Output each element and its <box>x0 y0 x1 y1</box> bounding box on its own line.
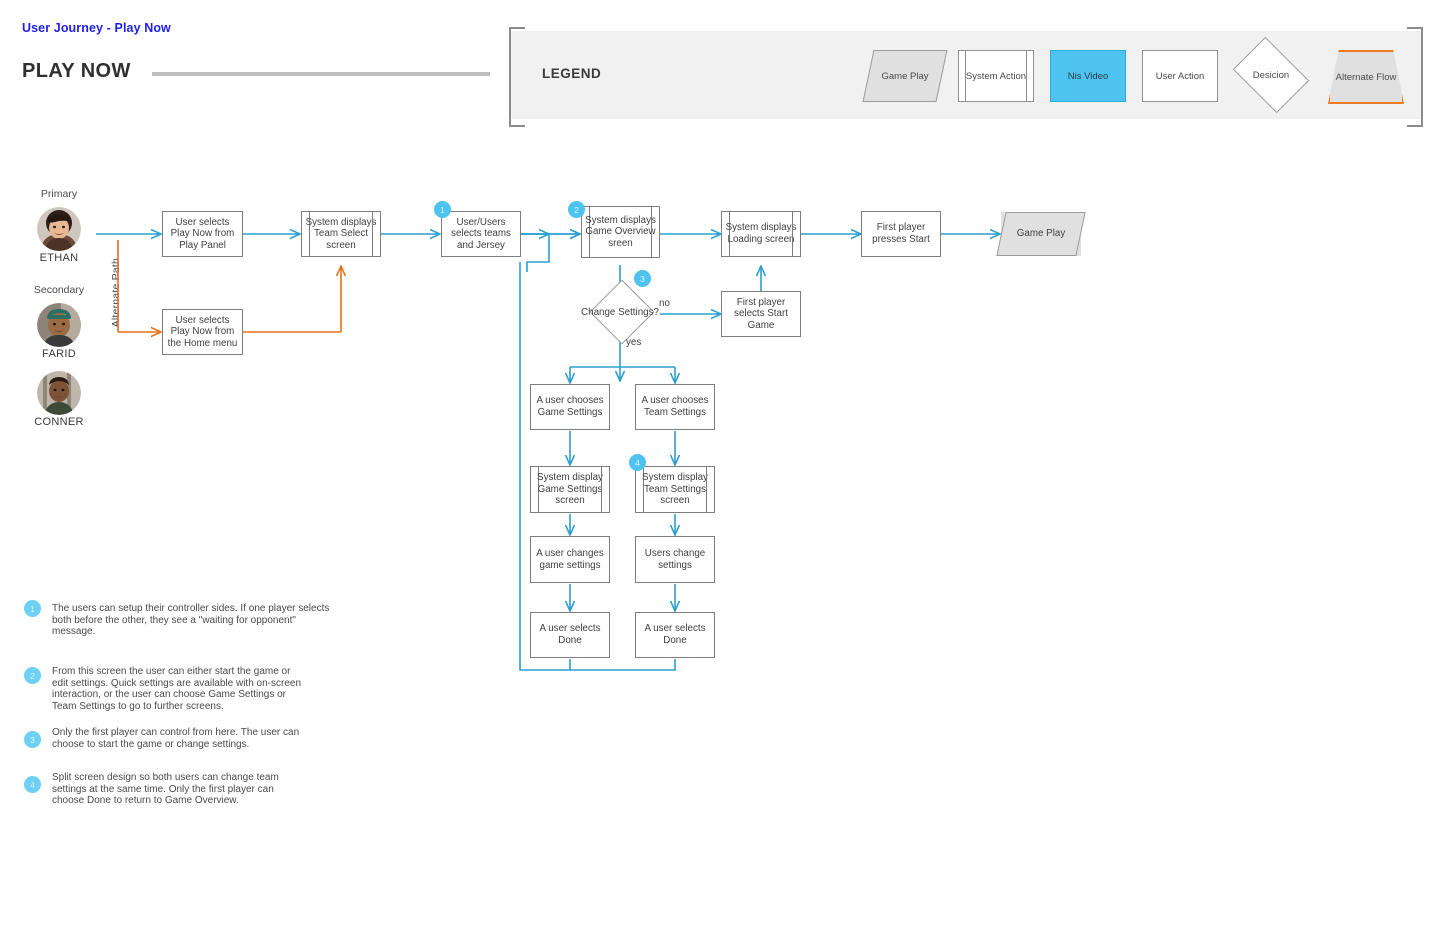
node-system-loading-screen[interactable]: System displays Loading screen <box>721 211 801 257</box>
node-game-play[interactable]: Game Play <box>996 212 1086 256</box>
node-label: First player selects Start Game <box>734 296 788 331</box>
node-label: Change Settings? <box>581 306 659 318</box>
node-label: A user changes game settings <box>536 547 604 571</box>
node-label: A user chooses Team Settings <box>641 395 709 418</box>
legend-label-user-action: User Action <box>1155 70 1205 82</box>
legend-label: LEGEND <box>542 66 602 81</box>
footnote-badge-1: 1 <box>24 600 41 617</box>
node-label: User selects Play Now from the Home menu <box>167 314 238 349</box>
legend-label-system-action: System Action <box>965 70 1027 82</box>
legend-shape-alternate-flow: Alternate Flow <box>1328 50 1404 104</box>
node-first-player-start-game[interactable]: First player selects Start Game <box>721 291 801 337</box>
node-user-selects-play-panel[interactable]: User selects Play Now from Play Panel <box>162 211 243 257</box>
avatar-conner <box>37 371 81 415</box>
node-label: User/Users selects teams and Jersey <box>451 216 511 251</box>
page-title: PLAY NOW <box>22 60 131 82</box>
legend-label-alternate-flow: Alternate Flow <box>1335 71 1397 83</box>
title-rule <box>152 72 490 76</box>
legend-label-desicion: Desicion <box>1252 69 1290 81</box>
legend-shape-system-action: System Action <box>958 50 1034 102</box>
node-label: System displays Game Overview sreen <box>585 214 656 249</box>
legend-bracket-left <box>509 27 525 127</box>
edge-label-no: no <box>659 298 670 309</box>
node-label: System display Team Settings screen <box>642 472 708 507</box>
legend-label-game-play: Game Play <box>881 70 929 82</box>
avatar-farid <box>37 303 81 347</box>
footnote-text-2: From this screen the user can either sta… <box>52 666 302 712</box>
footnote-badge-2: 2 <box>24 667 41 684</box>
node-user-selects-teams[interactable]: User/Users selects teams and Jersey <box>441 211 521 257</box>
node-label: A user chooses Game Settings <box>536 395 604 418</box>
footnote-text-3: Only the first player can control from h… <box>52 727 300 750</box>
node-label: Game Play <box>1016 228 1066 240</box>
alternate-path-label: Alternate Path <box>110 258 122 328</box>
node-decision-change-settings[interactable]: Change Settings? <box>577 279 663 345</box>
legend-shape-desicion: Desicion <box>1232 36 1310 114</box>
persona-name-conner: CONNER <box>34 416 84 428</box>
footnote-text-1: The users can setup their controller sid… <box>52 603 330 637</box>
badge-2: 2 <box>568 201 585 218</box>
document-subtitle: User Journey - Play Now <box>22 21 171 35</box>
badge-3: 3 <box>634 270 651 287</box>
node-user-selects-done-team[interactable]: A user selects Done <box>635 612 715 658</box>
legend-shape-nis-video: Nis Video <box>1050 50 1126 102</box>
node-label: A user selects Done <box>644 623 706 646</box>
node-user-chooses-game-settings[interactable]: A user chooses Game Settings <box>530 384 610 430</box>
node-first-player-presses-start[interactable]: First player presses Start <box>861 211 941 257</box>
persona-name-ethan: ETHAN <box>39 252 79 264</box>
node-system-game-overview[interactable]: System displays Game Overview sreen <box>581 206 660 258</box>
node-system-team-select[interactable]: System displays Team Select screen <box>301 211 381 257</box>
footnote-text-4: Split screen design so both users can ch… <box>52 772 279 806</box>
node-user-selects-home-menu[interactable]: User selects Play Now from the Home menu <box>162 309 243 355</box>
avatar-ethan <box>37 207 81 251</box>
footnote-badge-4: 4 <box>24 776 41 793</box>
badge-1: 1 <box>434 201 451 218</box>
legend-shape-user-action: User Action <box>1142 50 1218 102</box>
node-system-game-settings-screen[interactable]: System display Game Settings screen <box>530 466 610 513</box>
persona-role-primary: Primary <box>40 188 78 200</box>
legend-bracket-right <box>1407 27 1423 127</box>
node-label: A user selects Done <box>539 623 601 646</box>
node-user-changes-game-settings[interactable]: A user changes game settings <box>530 536 610 583</box>
persona-name-farid: FARID <box>42 348 76 360</box>
node-label: User selects Play Now from Play Panel <box>170 216 235 251</box>
node-user-selects-done-game[interactable]: A user selects Done <box>530 612 610 658</box>
node-label: System display Game Settings screen <box>537 472 603 507</box>
node-label: First player presses Start <box>872 222 930 245</box>
legend-label-nis-video: Nis Video <box>1067 70 1109 82</box>
badge-4: 4 <box>629 454 646 471</box>
node-label: System displays Loading screen <box>725 222 797 245</box>
footnote-badge-3: 3 <box>24 731 41 748</box>
node-users-change-settings[interactable]: Users change settings <box>635 536 715 583</box>
node-label: System displays Team Select screen <box>305 216 377 251</box>
persona-role-secondary: Secondary <box>33 284 85 296</box>
edge-label-yes: yes <box>626 337 642 348</box>
node-system-team-settings-screen[interactable]: System display Team Settings screen <box>635 466 715 513</box>
legend-shape-game-play: Game Play <box>862 50 948 102</box>
node-user-chooses-team-settings[interactable]: A user chooses Team Settings <box>635 384 715 430</box>
node-label: Users change settings <box>644 547 706 571</box>
